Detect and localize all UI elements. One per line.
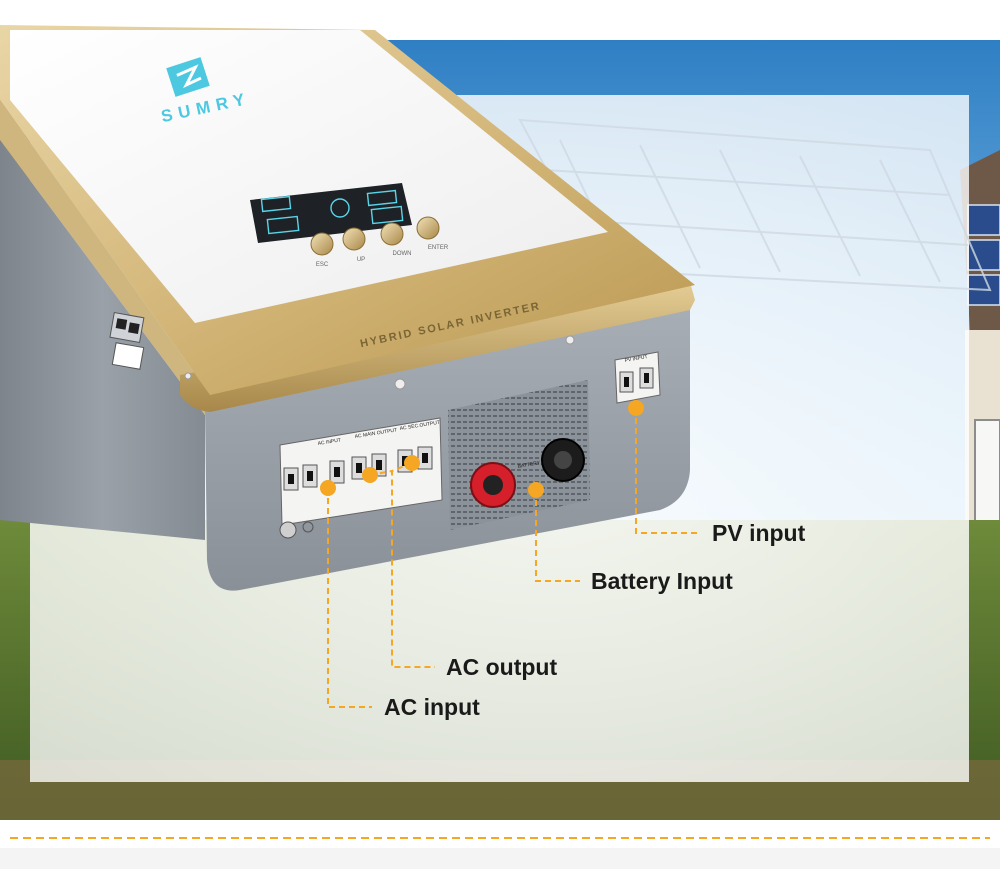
pv-terminal-block: PV INPUT: [614, 351, 661, 404]
down-button-label: DOWN: [393, 251, 412, 257]
lcd-screen: [250, 183, 412, 243]
pv-dot: [628, 400, 644, 416]
battery-tag: BATTERY: [517, 460, 541, 470]
ground-icon: [302, 521, 314, 533]
battery-terminals: BATTERY: [470, 438, 585, 508]
ac-output-dot-2: [362, 467, 378, 483]
ac-input-tag: AC INPUT: [317, 437, 341, 447]
control-buttons: ESC UP DOWN ENTER: [310, 216, 449, 268]
esc-button-label: ESC: [316, 262, 329, 268]
ac-output-dot-1: [404, 455, 420, 471]
callout-dots: [320, 400, 644, 498]
ac-terminal-block: AC INPUT AC MAIN OUTPUT AC SEC.OUTPUT: [279, 417, 443, 526]
bottom-strip: [0, 848, 1000, 869]
enter-button-label: ENTER: [428, 245, 449, 251]
callout-ac-output: AC output: [446, 654, 557, 680]
enter-button[interactable]: [416, 216, 440, 240]
pv-tag: PV INPUT: [624, 354, 648, 364]
ground-screw: [279, 521, 297, 539]
up-button[interactable]: [342, 227, 366, 251]
callout-pv-input: PV input: [712, 520, 806, 546]
up-button-label: UP: [357, 257, 365, 263]
communication-ports: [109, 311, 145, 370]
ac-input-dot: [320, 480, 336, 496]
down-button[interactable]: [380, 222, 404, 246]
callout-ac-input: AC input: [384, 694, 480, 720]
callout-battery-input: Battery Input: [591, 568, 733, 594]
battery-dot: [528, 482, 544, 498]
esc-button[interactable]: [310, 232, 334, 256]
